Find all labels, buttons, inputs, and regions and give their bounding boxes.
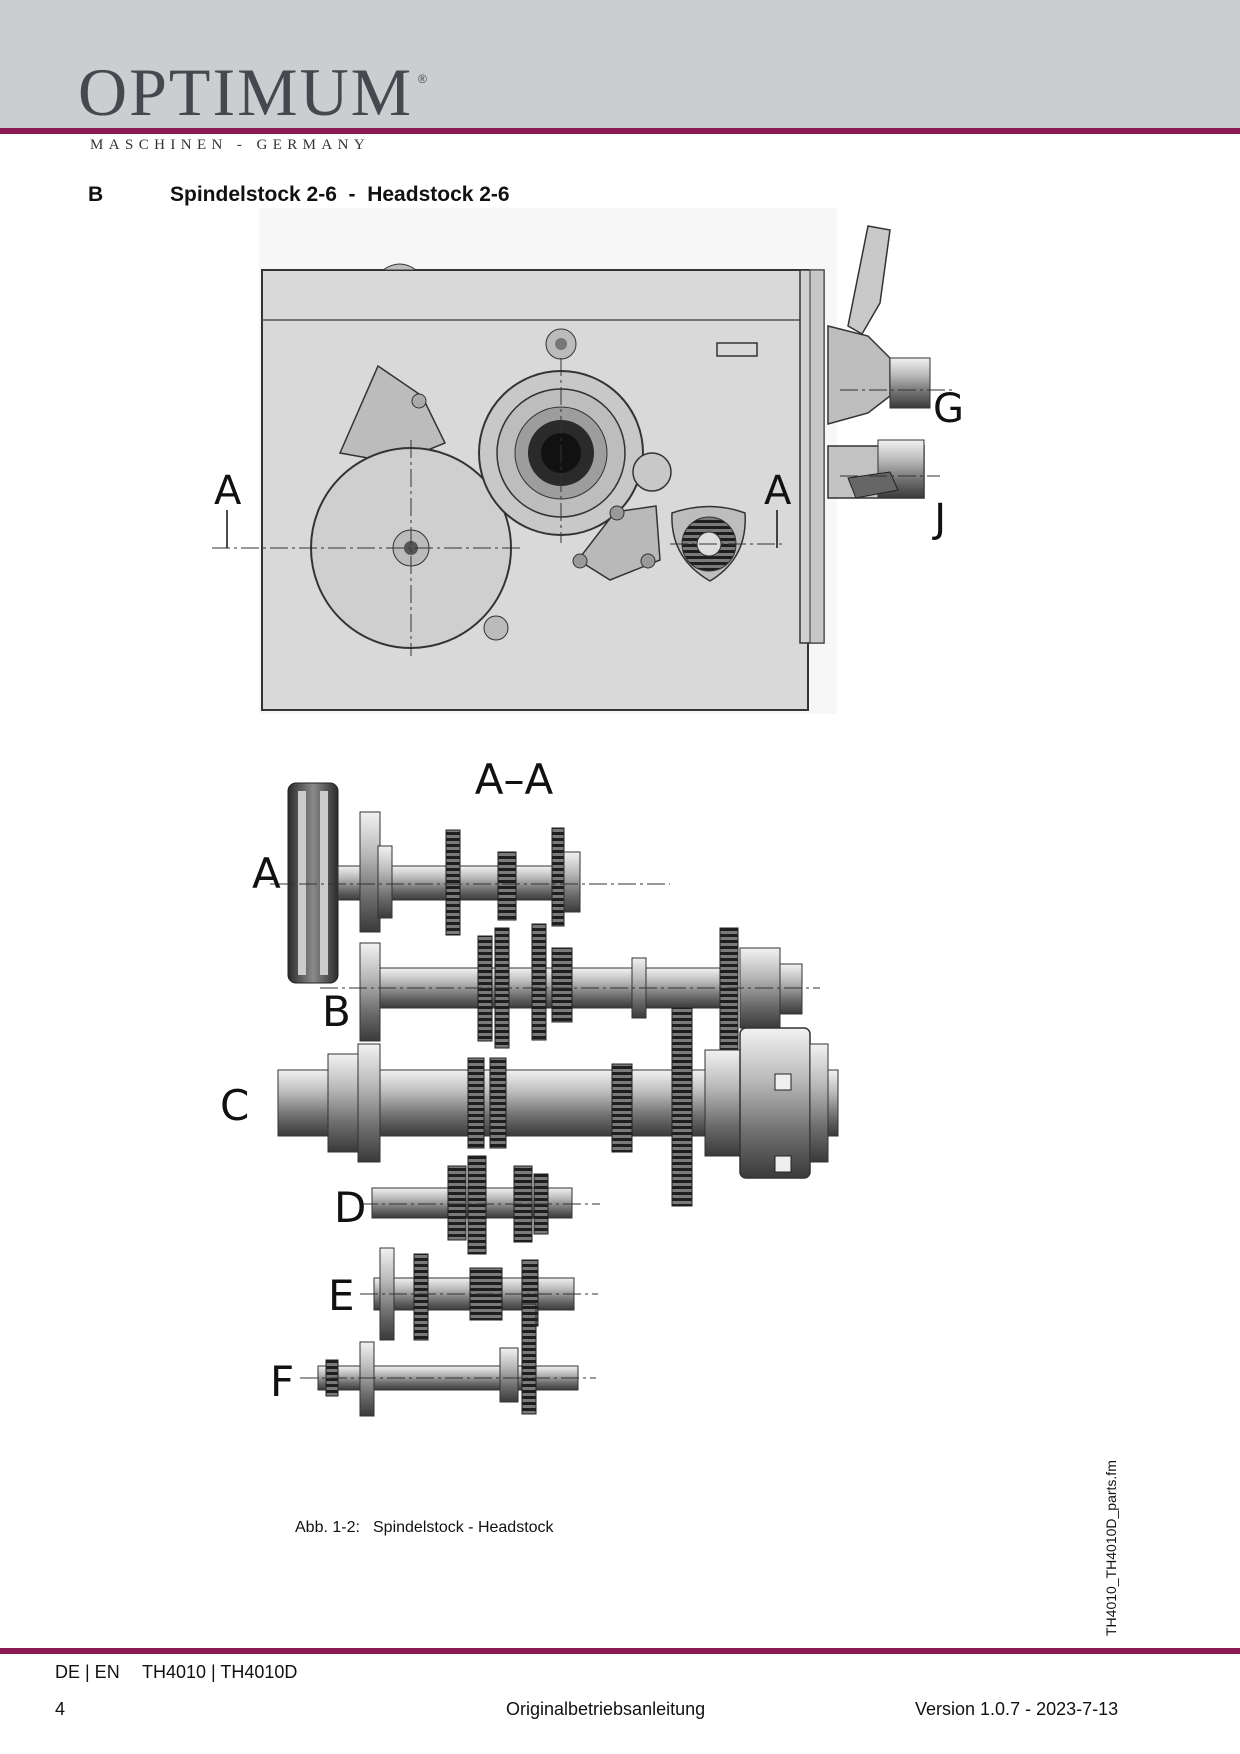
headstock-drawing: A A G J A–A A [212,208,964,1417]
brand-subtitle: MASCHINEN - GERMANY [90,137,371,153]
label-shaft-f: F [270,1357,294,1406]
header-rule [0,128,1240,134]
label-shaft-d: D [334,1183,366,1232]
footer-version: Version 1.0.7 - 2023-7-13 [915,1699,1119,1719]
figure-caption-number: Abb. 1-2: [295,1519,360,1536]
brand-logo: OPTIMUM [78,54,414,130]
shaft-a: A [252,782,670,984]
label-shaft-c: C [220,1081,249,1130]
shaft-f: F [270,1303,596,1417]
section-a-a-view: A–A A B [220,755,839,1417]
label-shaft-e: E [328,1271,355,1320]
shaft-e: E [328,1247,598,1341]
footer-document-title: Originalbetriebsanleitung [506,1699,706,1719]
label-shaft-b: B [322,987,351,1036]
shaft-c: C [220,1007,839,1207]
shaft-b: B [320,923,820,1089]
figure-caption-text: Spindelstock - Headstock [373,1519,554,1536]
headstock-front-view: A A G J [212,208,964,714]
shaft-d: D [334,1155,600,1255]
footer-rule [0,1648,1240,1654]
footer-language: DE | EN [55,1662,120,1682]
label-shaft-a: A [252,849,281,898]
header-band [0,0,1240,128]
section-view-title: A–A [475,755,554,804]
page-number: 4 [55,1699,66,1719]
section-marker-right: A [764,468,792,514]
section-marker-left: A [214,468,242,514]
section-title: Spindelstock 2-6 - Headstock 2-6 [170,183,510,206]
label-j: J [931,496,946,542]
footer-model: TH4010 | TH4010D [142,1662,298,1682]
registered-mark: ® [418,72,427,86]
label-g: G [933,386,964,432]
section-letter: B [88,183,104,206]
side-filename: TH4010_TH4010D_parts.fm [1103,1460,1119,1636]
